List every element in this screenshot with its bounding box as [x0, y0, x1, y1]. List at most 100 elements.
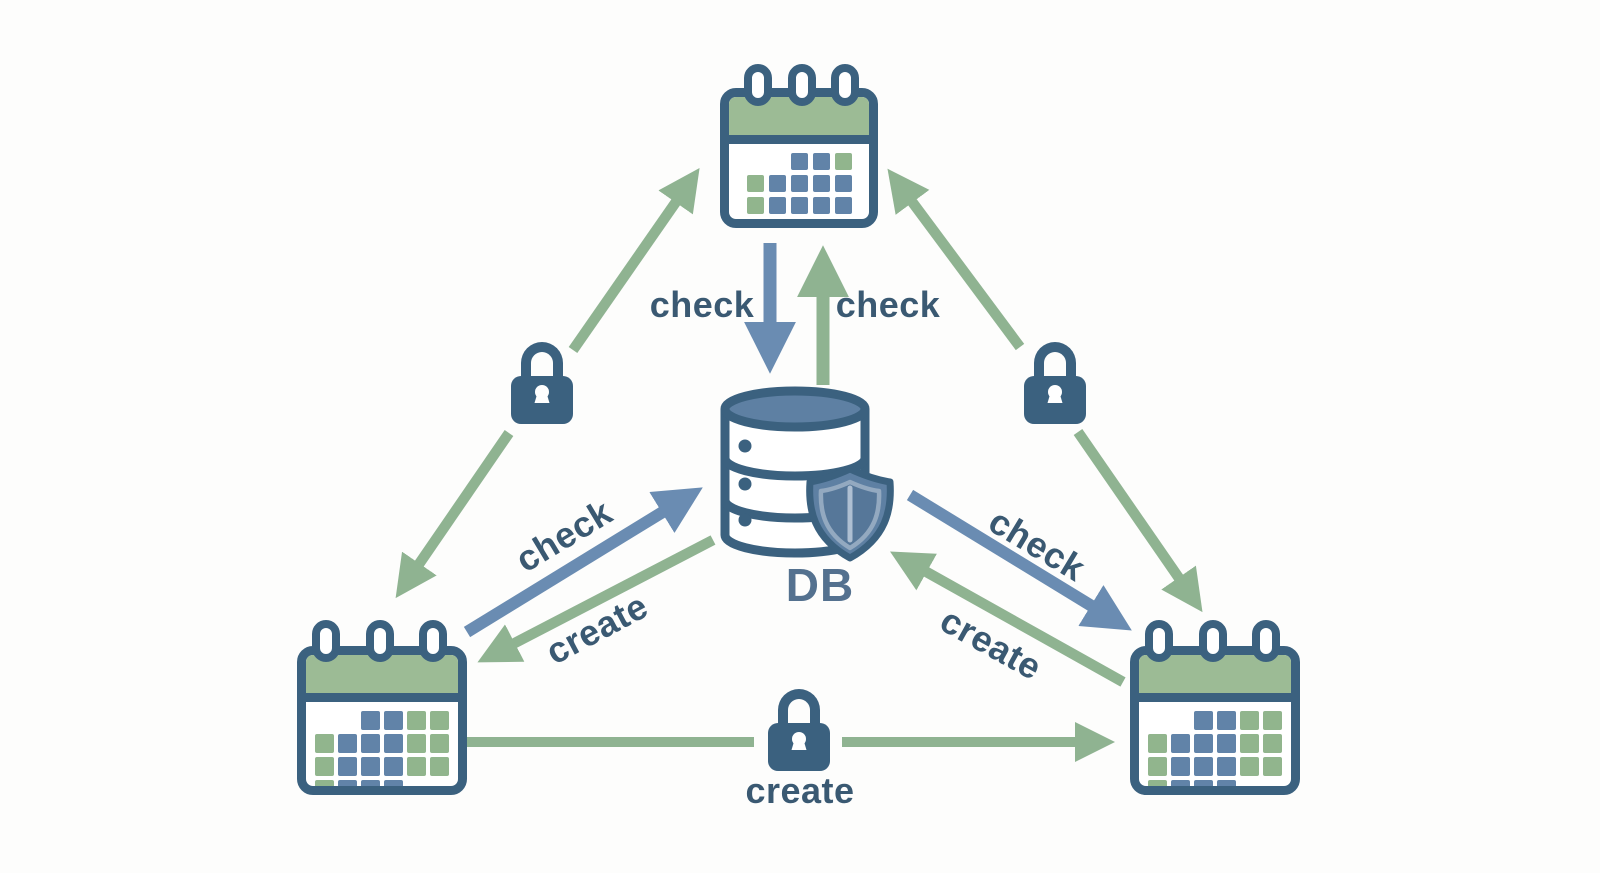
calendar-cell: [746, 197, 764, 214]
calendar-cell: [1263, 711, 1282, 730]
shield-icon: [806, 465, 894, 562]
calendar-cell: [384, 711, 403, 730]
calendar-cell: [361, 711, 380, 730]
calendar-cell: [315, 780, 334, 786]
arrow-secure-link-right-lower: [1073, 429, 1203, 613]
calendar-cell: [315, 757, 334, 776]
database-top: [720, 386, 870, 432]
binder-ring-icon: [1252, 620, 1280, 662]
binder-ring-icon: [419, 620, 447, 662]
calendar-cell: [1194, 757, 1213, 776]
calendar-cell: [1217, 757, 1236, 776]
lock-shackle: [778, 689, 820, 723]
lock-body: [511, 376, 573, 424]
calendar-cell: [430, 757, 449, 776]
calendar-cell: [813, 219, 830, 228]
calendar-cell: [768, 197, 786, 214]
calendar-cell: [834, 175, 852, 192]
calendar-cell: [747, 219, 764, 228]
database-icon: [720, 386, 894, 562]
calendar-cell: [834, 153, 852, 170]
calendar-cell: [1148, 711, 1167, 730]
database-dot: [738, 439, 752, 453]
calendar-cell: [1171, 757, 1190, 776]
calendar-cell: [835, 219, 852, 228]
calendar-cell: [812, 197, 830, 214]
lock-body: [768, 723, 830, 771]
calendar-cell: [430, 734, 449, 753]
binder-ring-icon: [744, 64, 772, 106]
calendar-cell: [430, 711, 449, 730]
binder-ring-icon: [312, 620, 340, 662]
calendar-cell: [1148, 757, 1167, 776]
calendar-cell: [1194, 711, 1213, 730]
lock-shackle: [521, 342, 563, 376]
db-label: DB: [785, 559, 855, 611]
calendar-grid: [1139, 702, 1291, 786]
calendar-cell: [834, 197, 852, 214]
database-dot: [738, 477, 752, 491]
binder-ring-icon: [1145, 620, 1173, 662]
binder-ring-icon: [831, 64, 859, 106]
arrow-secure-link-left-lower: [395, 430, 514, 599]
label-check-top-up: check: [835, 284, 941, 325]
calendar-cell: [430, 780, 449, 786]
calendar-cell: [361, 734, 380, 753]
calendar-cell: [1217, 780, 1236, 786]
lock-icon-left: [511, 342, 573, 424]
calendar-cell: [384, 757, 403, 776]
calendar-cell: [1171, 734, 1190, 753]
lock-body: [1024, 376, 1086, 424]
calendar-cell: [384, 780, 403, 786]
calendar-cell: [338, 757, 357, 776]
keyhole-wedge: [1047, 387, 1063, 403]
arrow-secure-link-right-upper: [887, 168, 1025, 351]
binder-ring-icon: [788, 64, 816, 106]
calendar-cell: [1263, 757, 1282, 776]
calendar-grid: [729, 144, 869, 228]
calendar-cell: [790, 153, 808, 170]
database-dot: [738, 513, 752, 527]
calendar-cell: [1263, 780, 1282, 786]
arrow-secure-link-left-upper: [568, 167, 700, 353]
calendar-cell: [1240, 734, 1259, 753]
calendar-cell: [768, 175, 786, 192]
calendar-cell: [812, 175, 830, 192]
calendar-cell: [1171, 711, 1190, 730]
calendar-cell: [407, 734, 426, 753]
arrow-check-db-to-right-calendar: [906, 489, 1132, 631]
label-create-bottom: create: [745, 770, 855, 811]
calendar-cell: [1148, 780, 1167, 786]
calendar-cell: [1171, 780, 1190, 786]
calendar-cell: [791, 219, 808, 228]
calendar-icon-bottom-left: [297, 620, 467, 795]
calendar-cell: [769, 153, 786, 170]
calendar-cell: [1148, 734, 1167, 753]
calendar-cell: [315, 711, 334, 730]
calendar-cell: [1240, 757, 1259, 776]
calendar-cell: [1240, 780, 1259, 786]
arrow-check-left-calendar-to-db: [463, 487, 703, 638]
calendar-header: [306, 655, 458, 702]
calendar-cell: [338, 734, 357, 753]
binder-ring-icon: [366, 620, 394, 662]
calendar-cell: [1194, 780, 1213, 786]
calendar-cell: [790, 175, 808, 192]
calendar-body: [1130, 646, 1300, 795]
calendar-cell: [1194, 734, 1213, 753]
binder-ring-icon: [1199, 620, 1227, 662]
keyhole-wedge: [791, 734, 807, 750]
lock-shackle: [1034, 342, 1076, 376]
calendar-cell: [407, 711, 426, 730]
keyhole-wedge: [534, 387, 550, 403]
calendar-icon-bottom-right: [1130, 620, 1300, 795]
calendar-cell: [1263, 734, 1282, 753]
calendar-cell: [746, 175, 764, 192]
calendar-grid: [306, 702, 458, 786]
calendar-cell: [338, 711, 357, 730]
calendar-cell: [1240, 711, 1259, 730]
calendar-cell: [769, 219, 786, 228]
calendar-cell: [361, 757, 380, 776]
